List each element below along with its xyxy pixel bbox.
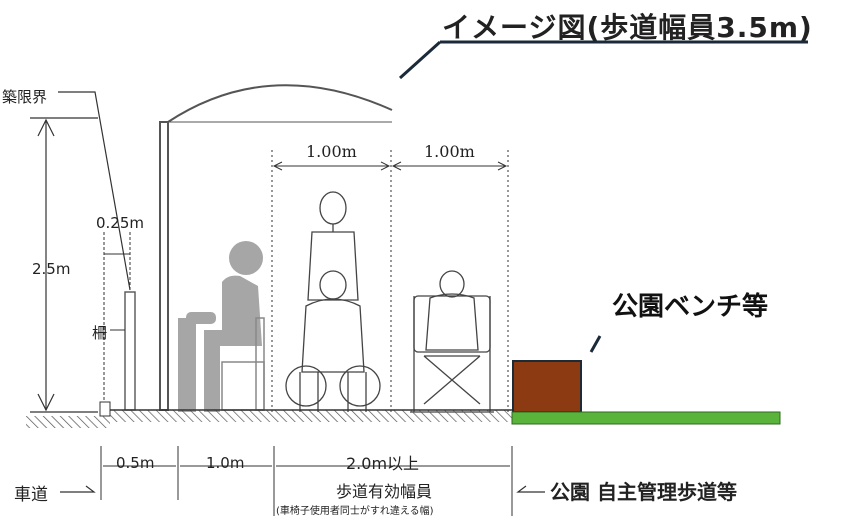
curb (99, 401, 111, 417)
park-bench-label: 公園ベンチ等 (612, 292, 769, 322)
caregiver-wheelchair-icon (285, 191, 381, 412)
park-arrow (516, 485, 545, 493)
ground-sidewalk (110, 410, 512, 422)
roadway-arrow (60, 485, 96, 493)
fence-label: 柵 (92, 324, 108, 342)
canopy-edge (159, 121, 169, 411)
fence-post (124, 291, 136, 411)
bench-label-leader (589, 335, 602, 353)
park-bench-box (512, 360, 582, 413)
lane-width-label-1: 1.00m (306, 142, 357, 161)
lane-dim-2-arrow-l (391, 161, 402, 171)
segment-label-1: 0.5m (116, 454, 155, 472)
effective-width-label: 歩道有効幅員 (336, 482, 433, 501)
seated-person-icon (178, 241, 263, 412)
lane-dim-2-arrow-r (497, 161, 508, 171)
grass-strip (511, 411, 781, 425)
diagram-title: イメージ図(歩道幅員3.5m) (442, 11, 813, 44)
height-arrow-top (37, 118, 55, 137)
lane-dim-1-arrow-l (272, 161, 283, 171)
height-label: 2.5m (32, 260, 71, 278)
construction-limit-leader (58, 91, 131, 291)
segment-label-2: 1.0m (206, 454, 245, 472)
canopy-roof (167, 84, 393, 123)
segment-label-3: 2.0m以上 (346, 454, 420, 473)
park-side-label: 公園 自主管理歩道等 (550, 480, 737, 504)
construction-limit-label: 築限界 (2, 88, 48, 106)
effective-width-note: (車椅子使用者同士がすれ違える幅) (276, 506, 434, 517)
lane-width-label-2: 1.00m (424, 142, 475, 161)
ground-left (26, 416, 110, 428)
roadway-label: 車道 (14, 485, 48, 505)
bench-seat-outline (221, 361, 265, 411)
title-leader-line (398, 40, 442, 80)
height-arrow-bottom (37, 393, 55, 412)
fence-gap-label: 0.25m (96, 214, 145, 232)
wheelchair-user-icon (410, 270, 494, 413)
lane-dim-1-arrow-r (380, 161, 391, 171)
